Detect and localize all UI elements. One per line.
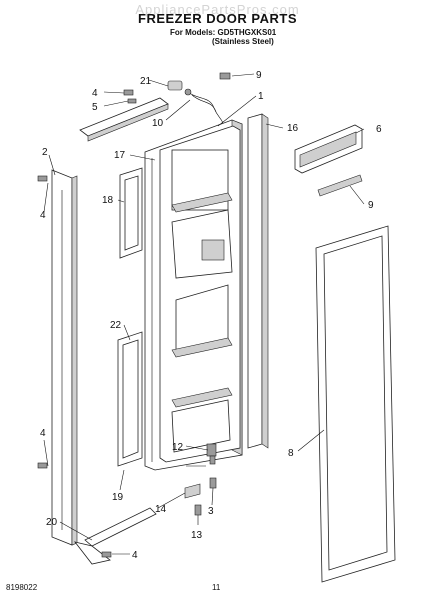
callout-labels: 21 9 4 5 1 10 6 16 17 2 18 4 9 22 4 8 12… (40, 70, 382, 561)
callout-8: 8 (288, 448, 294, 459)
callout-12: 12 (172, 442, 184, 453)
callout-19: 17 (114, 150, 126, 161)
callout-5: 5 (92, 102, 98, 113)
part-upper-gasket (119, 167, 143, 259)
part-bottom-hinge (184, 483, 201, 499)
callout-18: 16 (287, 123, 299, 134)
callout-13: 13 (191, 530, 203, 541)
callout-11: 10 (152, 118, 164, 129)
callout-17: 20 (46, 517, 58, 528)
model-line: For Models: GD5THGXKS01 (170, 28, 277, 37)
callout-2: 2 (42, 147, 48, 158)
watermark: AppliancePartsPros.com (135, 2, 300, 17)
leader-lines (43, 73, 365, 555)
callout-4-left-upper: 4 (40, 210, 46, 221)
part-top-trim (79, 97, 169, 142)
part-left-side-trim (51, 169, 78, 546)
callout-4-left-lower: 4 (40, 428, 46, 439)
part-wire-harness (184, 88, 225, 127)
part-bottom-trim (73, 507, 157, 565)
page-number: 11 (212, 583, 221, 592)
part-screw-hinge (219, 72, 231, 80)
part-door-liner (159, 125, 241, 463)
page-title: FREEZER DOOR PARTS (138, 11, 297, 26)
callout-16: 21 (140, 76, 152, 87)
part-bin-trim (317, 174, 363, 197)
part-door-gasket (315, 225, 396, 583)
part-hinge-cover (167, 80, 183, 91)
part-right-side-trim (247, 113, 269, 449)
callout-20: 18 (102, 195, 114, 206)
part-screw-top (123, 89, 137, 104)
document-number: 8198022 (6, 583, 38, 592)
callout-9: 9 (368, 200, 374, 211)
callout-6: 6 (376, 124, 382, 135)
part-screw-left (37, 175, 48, 469)
callout-21: 19 (112, 492, 124, 503)
callout-4-bottom: 4 (132, 550, 138, 561)
variant-line: (Stainless Steel) (212, 37, 274, 46)
callout-4-top: 4 (92, 88, 98, 99)
callout-1: 1 (258, 91, 264, 102)
callout-10: 9 (256, 70, 262, 81)
callout-3: 3 (208, 506, 214, 517)
callout-22: 22 (110, 320, 122, 331)
part-lower-panel (117, 331, 143, 467)
part-door-bin (294, 124, 363, 174)
callout-14: 14 (155, 504, 167, 515)
